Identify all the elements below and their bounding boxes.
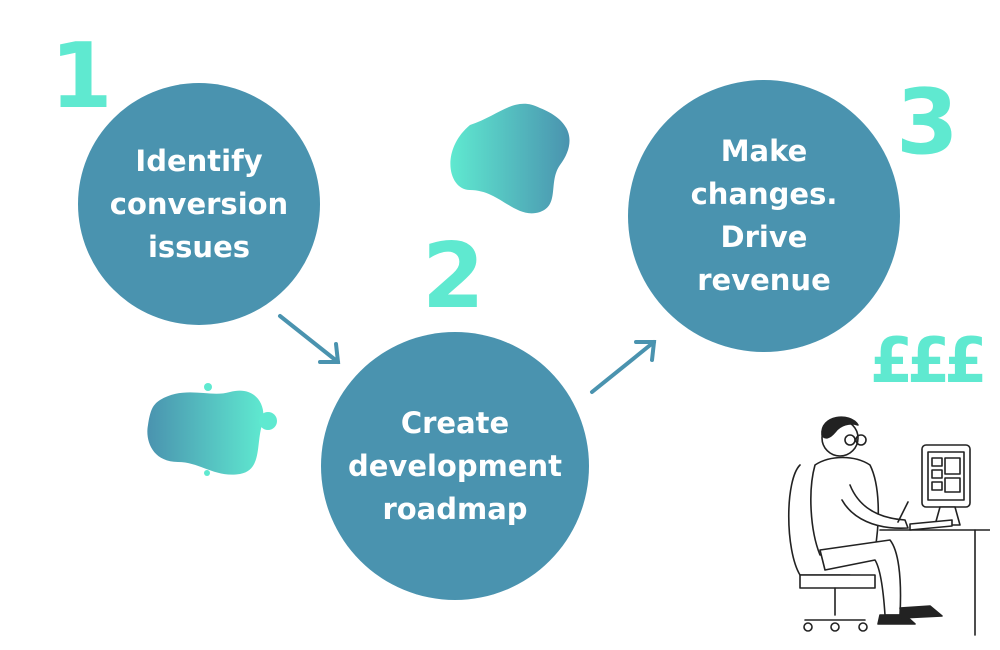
step-circle-2: Create development roadmap bbox=[321, 332, 589, 600]
arrow-step-1-to-2 bbox=[278, 314, 341, 364]
arrow-step-2-to-3 bbox=[590, 340, 657, 394]
step-circle-3: Make changes. Drive revenue bbox=[628, 80, 900, 352]
blob-left bbox=[147, 390, 264, 475]
blob-dot bbox=[204, 383, 212, 391]
currency-symbols: £££ bbox=[870, 324, 987, 397]
step-label-2: Create development roadmap bbox=[347, 405, 563, 526]
step-number-3: 3 bbox=[896, 70, 959, 175]
step-label-1: Identify conversion issues bbox=[109, 143, 289, 264]
blob-dot bbox=[259, 412, 277, 430]
step-circle-1: Identify conversion issues bbox=[78, 83, 320, 325]
person-at-computer-icon bbox=[788, 416, 990, 636]
blob-dot bbox=[204, 470, 210, 476]
blob-top bbox=[450, 103, 570, 214]
step-label-3: Make changes. Drive revenue bbox=[690, 134, 838, 297]
step-number-2: 2 bbox=[422, 224, 485, 329]
step-number-1: 1 bbox=[50, 24, 113, 129]
